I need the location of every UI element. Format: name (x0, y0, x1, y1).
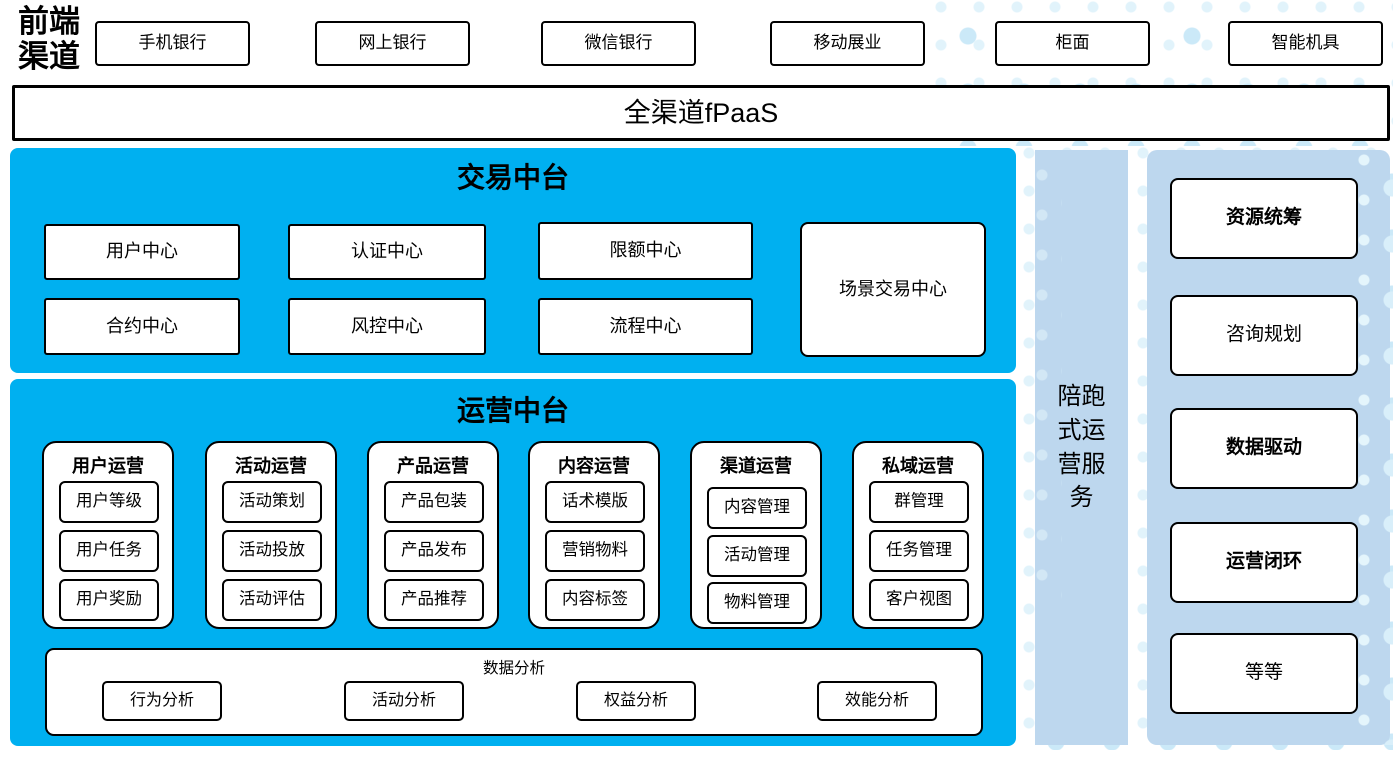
group-user-ops-title: 用户运营 (72, 456, 144, 476)
user-center-box: 用户中心 (44, 224, 240, 280)
channel-box-online-banking: 网上银行 (315, 21, 470, 66)
omnichannel-fpaas-bar: 全渠道fPaaS (12, 85, 1390, 141)
channel-box-counter: 柜面 (995, 21, 1150, 66)
user-reward-box: 用户奖励 (59, 579, 159, 621)
user-task-box: 用户任务 (59, 530, 159, 572)
behavior-analysis-box: 行为分析 (102, 681, 222, 721)
data-analysis-container: 数据分析 行为分析 活动分析 权益分析 效能分析 (45, 648, 983, 736)
activity-mgmt-box: 活动管理 (707, 535, 807, 577)
channel-box-mobile-banking: 手机银行 (95, 21, 250, 66)
group-private-domain-ops: 私域运营 群管理 任务管理 客户视图 (852, 441, 984, 629)
activity-planning-box: 活动策划 (222, 481, 322, 523)
rights-analysis-box: 权益分析 (576, 681, 696, 721)
group-activity-ops-title: 活动运营 (235, 456, 307, 476)
product-recommend-box: 产品推荐 (384, 579, 484, 621)
contract-center-box: 合约中心 (44, 298, 240, 355)
risk-center-box: 风控中心 (288, 298, 486, 355)
activity-analysis-box: 活动分析 (344, 681, 464, 721)
group-private-domain-ops-title: 私域运营 (882, 456, 954, 476)
auth-center-box: 认证中心 (288, 224, 486, 280)
group-product-ops-title: 产品运营 (397, 456, 469, 476)
channel-box-mobile-sales: 移动展业 (770, 21, 925, 66)
group-activity-ops: 活动运营 活动策划 活动投放 活动评估 (205, 441, 337, 629)
activity-evaluation-box: 活动评估 (222, 579, 322, 621)
content-mgmt-box: 内容管理 (707, 487, 807, 529)
channel-box-smart-devices: 智能机具 (1228, 21, 1383, 66)
group-product-ops: 产品运营 产品包装 产品发布 产品推荐 (367, 441, 499, 629)
service-panel: 资源统筹 咨询规划 数据驱动 运营闭环 等等 (1147, 150, 1390, 745)
group-channel-ops-title: 渠道运营 (720, 456, 792, 476)
data-analysis-title: 数据分析 (482, 660, 545, 677)
material-mgmt-box: 物料管理 (707, 582, 807, 624)
channel-box-wechat-banking: 微信银行 (541, 21, 696, 66)
data-driven-box: 数据驱动 (1170, 408, 1358, 489)
limit-center-box: 限额中心 (538, 222, 753, 280)
process-center-box: 流程中心 (538, 298, 753, 355)
trading-platform-block: 交易中台 用户中心 认证中心 限额中心 合约中心 风控中心 流程中心 场景交易中… (10, 148, 1016, 373)
activity-delivery-box: 活动投放 (222, 530, 322, 572)
product-packaging-box: 产品包装 (384, 481, 484, 523)
accompanying-ops-service-bar: 陪跑式运营服务 (1035, 150, 1128, 745)
script-template-box: 话术模版 (545, 481, 645, 523)
operations-platform-block: 运营中台 用户运营 用户等级 用户任务 用户奖励 活动运营 活动策划 活动投放 … (10, 379, 1016, 746)
group-channel-ops: 渠道运营 内容管理 活动管理 物料管理 (690, 441, 822, 629)
community-mgmt-box: 群管理 (869, 481, 969, 523)
product-release-box: 产品发布 (384, 530, 484, 572)
etc-box: 等等 (1170, 633, 1358, 714)
content-tag-box: 内容标签 (545, 579, 645, 621)
scene-trading-center-box: 场景交易中心 (800, 222, 986, 357)
accompanying-ops-service-label: 陪跑式运营服务 (1057, 383, 1106, 512)
group-user-ops: 用户运营 用户等级 用户任务 用户奖励 (42, 441, 174, 629)
group-content-ops: 内容运营 话术模版 营销物料 内容标签 (528, 441, 660, 629)
operations-platform-title: 运营中台 (456, 395, 569, 426)
trading-platform-title: 交易中台 (456, 162, 569, 193)
efficiency-analysis-box: 效能分析 (817, 681, 937, 721)
user-level-box: 用户等级 (59, 481, 159, 523)
front-channels-label: 前端渠道 (18, 4, 80, 74)
marketing-material-box: 营销物料 (545, 530, 645, 572)
consulting-planning-box: 咨询规划 (1170, 295, 1358, 376)
ops-closed-loop-box: 运营闭环 (1170, 522, 1358, 603)
group-content-ops-title: 内容运营 (558, 456, 630, 476)
task-mgmt-box: 任务管理 (869, 530, 969, 572)
customer-view-box: 客户视图 (869, 579, 969, 621)
resource-coordination-box: 资源统筹 (1170, 178, 1358, 259)
